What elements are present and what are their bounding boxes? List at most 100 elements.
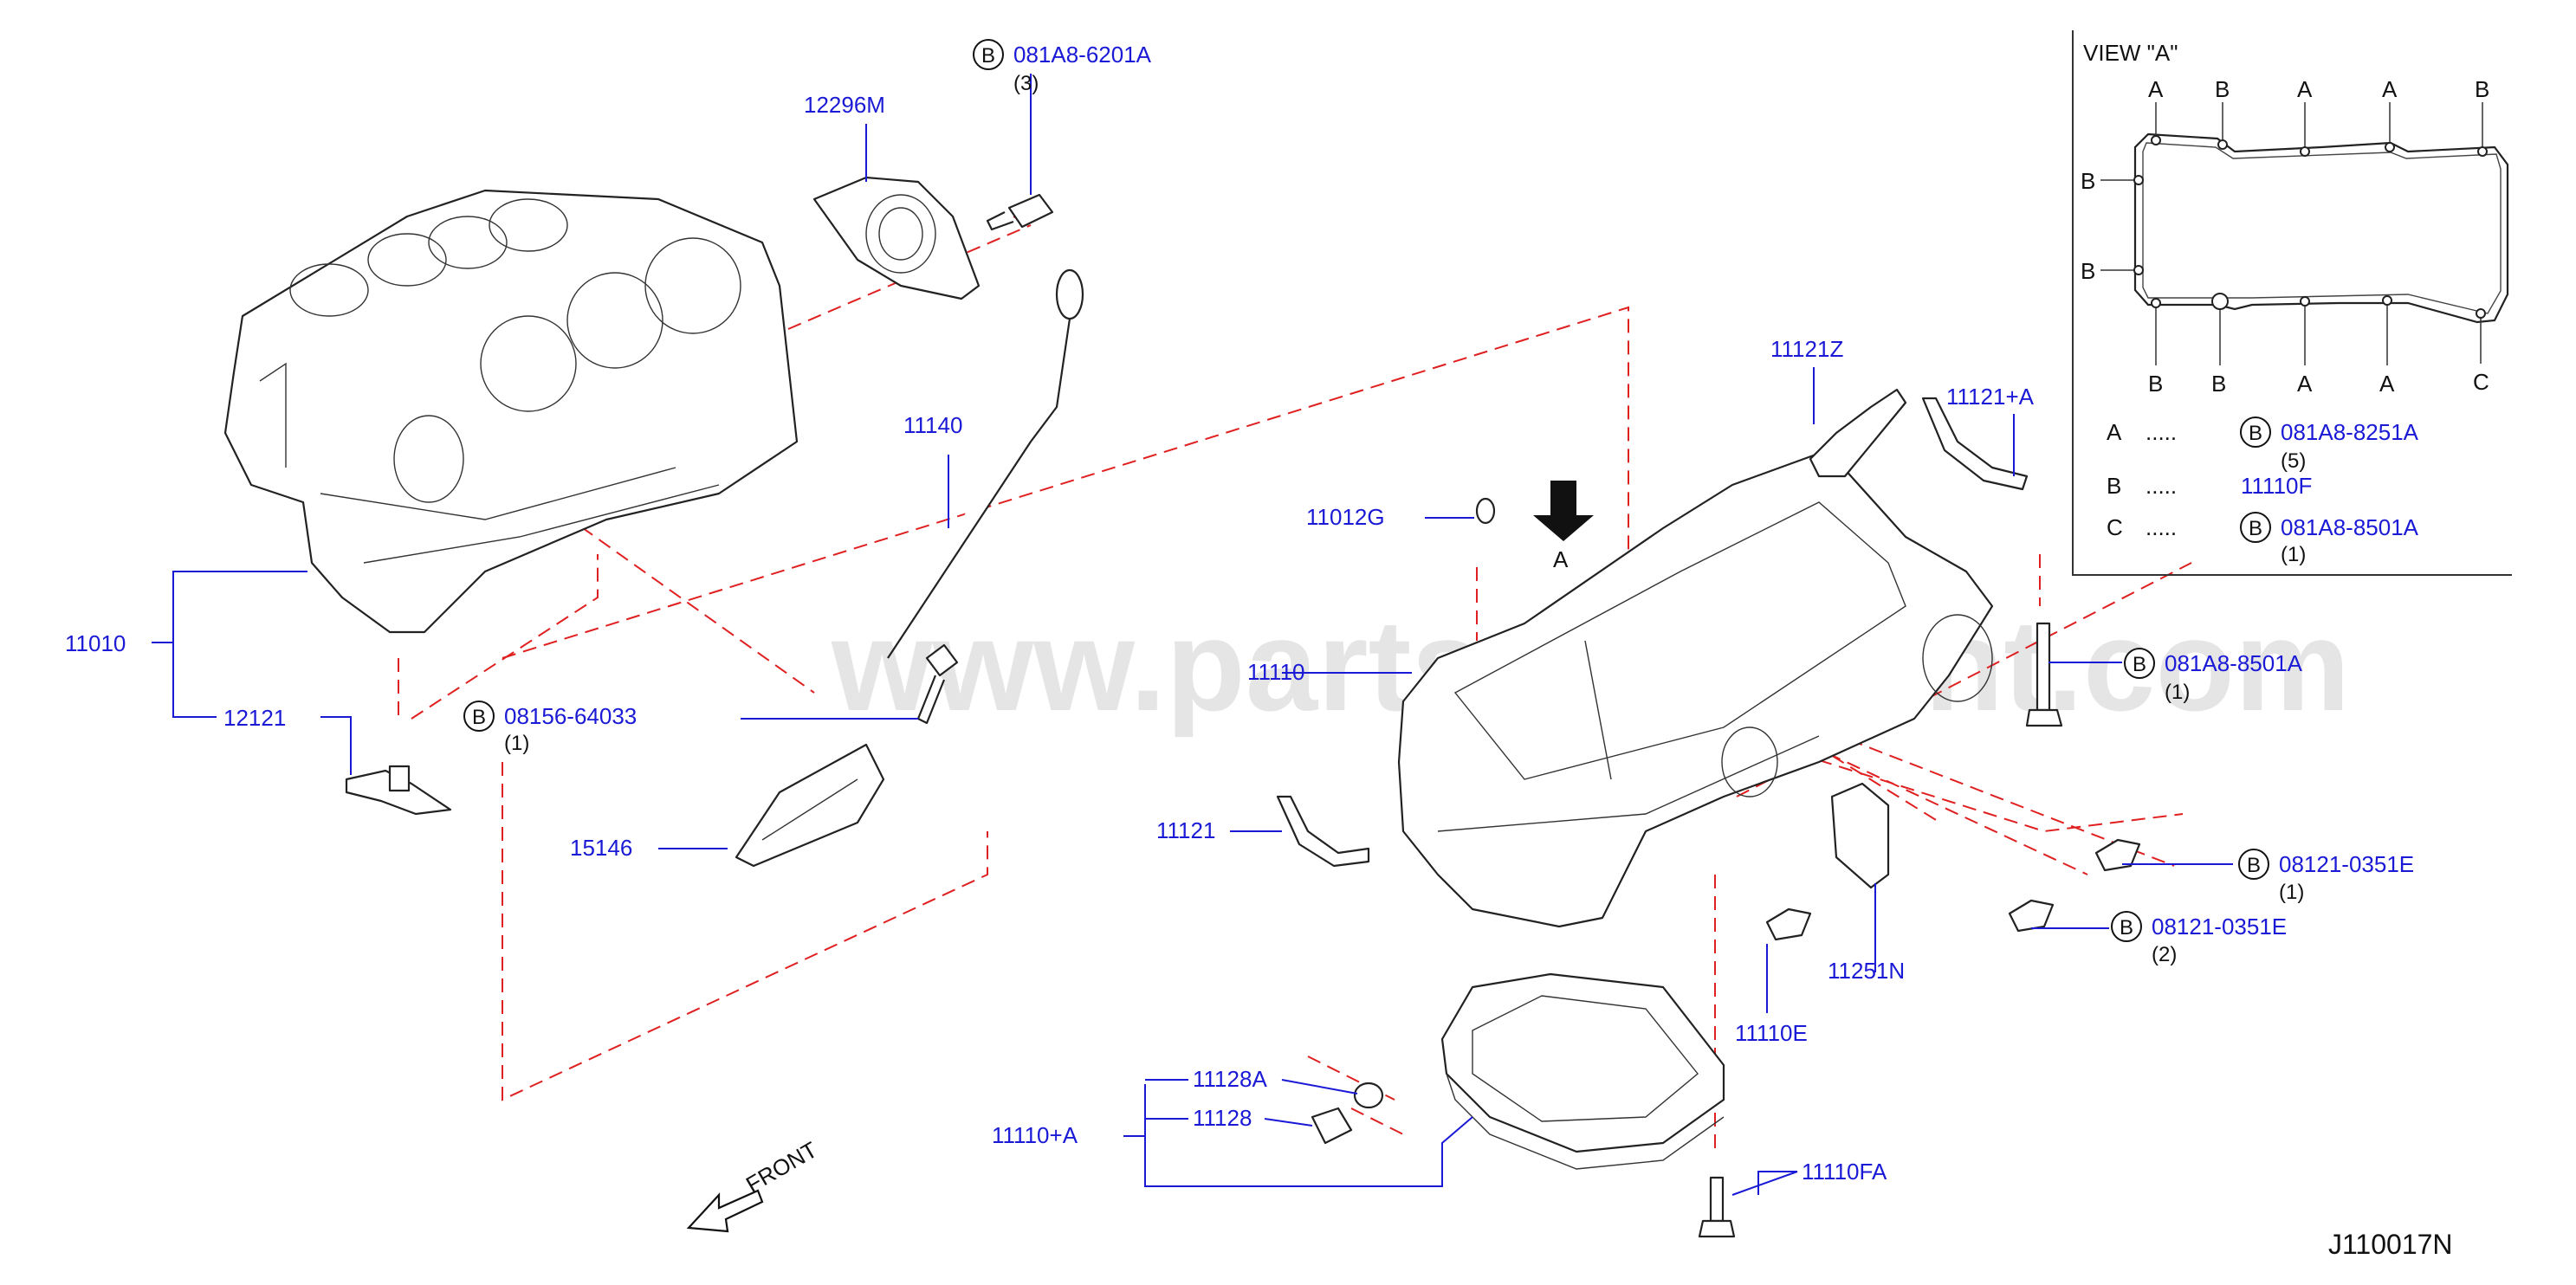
- b-badge-icon: [973, 39, 1004, 70]
- callout-081A8-8501A[interactable]: B 081A8-8501A (1): [2124, 648, 2303, 704]
- front-direction-arrow: FRONT: [686, 1136, 822, 1233]
- seal-retainer-drawing: [812, 176, 981, 300]
- baffle-drawing: [735, 743, 885, 868]
- gasket-11121-drawing: [1276, 795, 1370, 868]
- view-top-ticks: [2155, 102, 2483, 149]
- view-bolt-holes: [2133, 135, 2488, 319]
- b-badge-icon: [2238, 849, 2269, 880]
- b-badge-icon: [2124, 648, 2155, 679]
- bolt-08156-drawing: [916, 643, 959, 725]
- callout-12296M[interactable]: 12296M: [804, 92, 885, 118]
- view-legend-row-a: A ..... B 081A8-8251A (5): [2107, 416, 2419, 473]
- callout-11121A[interactable]: 11121+A: [1946, 384, 2035, 410]
- callout-08121-0351E-1[interactable]: B 08121-0351E (1): [2238, 849, 2414, 904]
- view-bottom-label: A: [2379, 371, 2395, 397]
- drain-plug-drawing: [1311, 1082, 1384, 1145]
- quantity: (1): [2279, 881, 2304, 904]
- callout-08121-0351E-2[interactable]: B 08121-0351E (2): [2111, 911, 2287, 966]
- callout-12121[interactable]: 12121: [223, 705, 286, 731]
- legend-dots: .....: [2146, 473, 2177, 499]
- callout-11110[interactable]: 11110: [1247, 659, 1305, 685]
- gasket-11121a-drawing: [1921, 397, 2029, 491]
- view-top-label: B: [2215, 76, 2230, 102]
- callout-11128A[interactable]: 11128A: [1193, 1066, 1267, 1092]
- view-bottom-label: A: [2297, 371, 2313, 397]
- legend-key: B: [2107, 473, 2121, 499]
- view-left-label: B: [2081, 168, 2095, 194]
- callout-15146[interactable]: 15146: [570, 835, 632, 861]
- view-top-label: A: [2297, 76, 2313, 102]
- view-left-ticks: [2100, 179, 2135, 271]
- view-legend-row-b: B ..... 11110F: [2107, 473, 2312, 499]
- view-top-label: B: [2475, 76, 2489, 102]
- legend-key: C: [2107, 514, 2123, 540]
- badge-letter: B: [2120, 916, 2133, 940]
- quantity: (2): [2152, 943, 2177, 966]
- view-a-arrow: A: [1533, 481, 1594, 572]
- legend-part-number[interactable]: 081A8-8501A: [2281, 514, 2419, 540]
- view-legend-row-c: C ..... B 081A8-8501A (1): [2107, 512, 2419, 566]
- view-arrow-label: A: [1553, 546, 1569, 572]
- callout-11010[interactable]: 11010: [65, 630, 126, 656]
- view-bottom-label: C: [2473, 369, 2489, 395]
- callout-08156-64033[interactable]: B 08156-64033 (1): [463, 701, 637, 755]
- diagram-code: J110017N: [2328, 1229, 2453, 1260]
- b-badge-icon: [463, 701, 495, 732]
- cylinder-block-drawing: [223, 189, 799, 634]
- b-badge-icon: [2240, 512, 2271, 543]
- legend-part-number[interactable]: 11110F: [2241, 473, 2312, 499]
- short-bolts-drawing: [1765, 838, 2141, 941]
- callout-11110E[interactable]: 11110E: [1735, 1020, 1808, 1046]
- view-a-panel: VIEW "A" A B A A B B B B B A A C A: [2072, 30, 2512, 576]
- legend-quantity: (5): [2281, 449, 2306, 473]
- b-badge-icon: [2111, 911, 2142, 942]
- leader-lines: [152, 74, 2233, 1196]
- badge-letter: B: [2133, 653, 2146, 676]
- view-gasket-outline: [2133, 132, 2509, 324]
- bolt-drawing: [986, 193, 1054, 231]
- oil-level-gauge-drawing: [887, 268, 1084, 659]
- view-left-label: B: [2081, 258, 2095, 284]
- callout-11012G[interactable]: 11012G: [1306, 504, 1385, 530]
- callout-11251N[interactable]: 11251N: [1828, 958, 1905, 984]
- quantity: (1): [2165, 681, 2190, 704]
- view-top-label: A: [2148, 76, 2164, 102]
- callout-11121[interactable]: 11121: [1156, 817, 1215, 843]
- part-number[interactable]: 08121-0351E: [2279, 851, 2414, 877]
- legend-dots: .....: [2146, 419, 2177, 445]
- part-number[interactable]: 08121-0351E: [2152, 914, 2287, 940]
- front-label: FRONT: [741, 1136, 822, 1198]
- quantity: (3): [1013, 72, 1039, 95]
- view-bottom-label: B: [2211, 371, 2226, 397]
- legend-key: A: [2107, 419, 2122, 445]
- assembly-guide-lines: [398, 216, 2192, 1152]
- view-gasket-inner: [2142, 142, 2502, 314]
- badge-letter: B: [981, 44, 995, 68]
- legend-dots: .....: [2146, 514, 2177, 540]
- badge-letter: B: [2249, 422, 2262, 445]
- badge-letter: B: [472, 706, 486, 729]
- view-bottom-label: B: [2148, 371, 2163, 397]
- quantity: (1): [504, 732, 529, 755]
- badge-letter: B: [2247, 854, 2261, 877]
- oil-pan-lower-drawing: [1440, 972, 1725, 1170]
- legend-part-number[interactable]: 081A8-8251A: [2281, 419, 2419, 445]
- callout-11121Z[interactable]: 11121Z: [1770, 336, 1843, 362]
- o-ring-drawing: [1475, 497, 1496, 525]
- callout-11110FA[interactable]: 11110FA: [1802, 1159, 1887, 1185]
- cover-plate-drawing: [1830, 782, 1890, 889]
- part-number[interactable]: 081A8-8501A: [2165, 650, 2303, 676]
- part-number[interactable]: 081A8-6201A: [1013, 42, 1152, 68]
- callout-081A8-6201A[interactable]: B 081A8-6201A (3): [973, 39, 1152, 95]
- view-title: VIEW "A": [2083, 40, 2178, 66]
- callout-11140[interactable]: 11140: [903, 412, 962, 438]
- sealant-tube-drawing: [1809, 388, 1907, 478]
- sensor-drawing: [345, 765, 452, 816]
- b-badge-icon: [2240, 416, 2271, 448]
- callout-11128[interactable]: 11128: [1193, 1105, 1252, 1131]
- part-number[interactable]: 08156-64033: [504, 703, 637, 729]
- legend-quantity: (1): [2281, 543, 2306, 566]
- callout-11110A[interactable]: 11110+A: [992, 1122, 1078, 1148]
- long-bolt-drawing: [2025, 622, 2063, 727]
